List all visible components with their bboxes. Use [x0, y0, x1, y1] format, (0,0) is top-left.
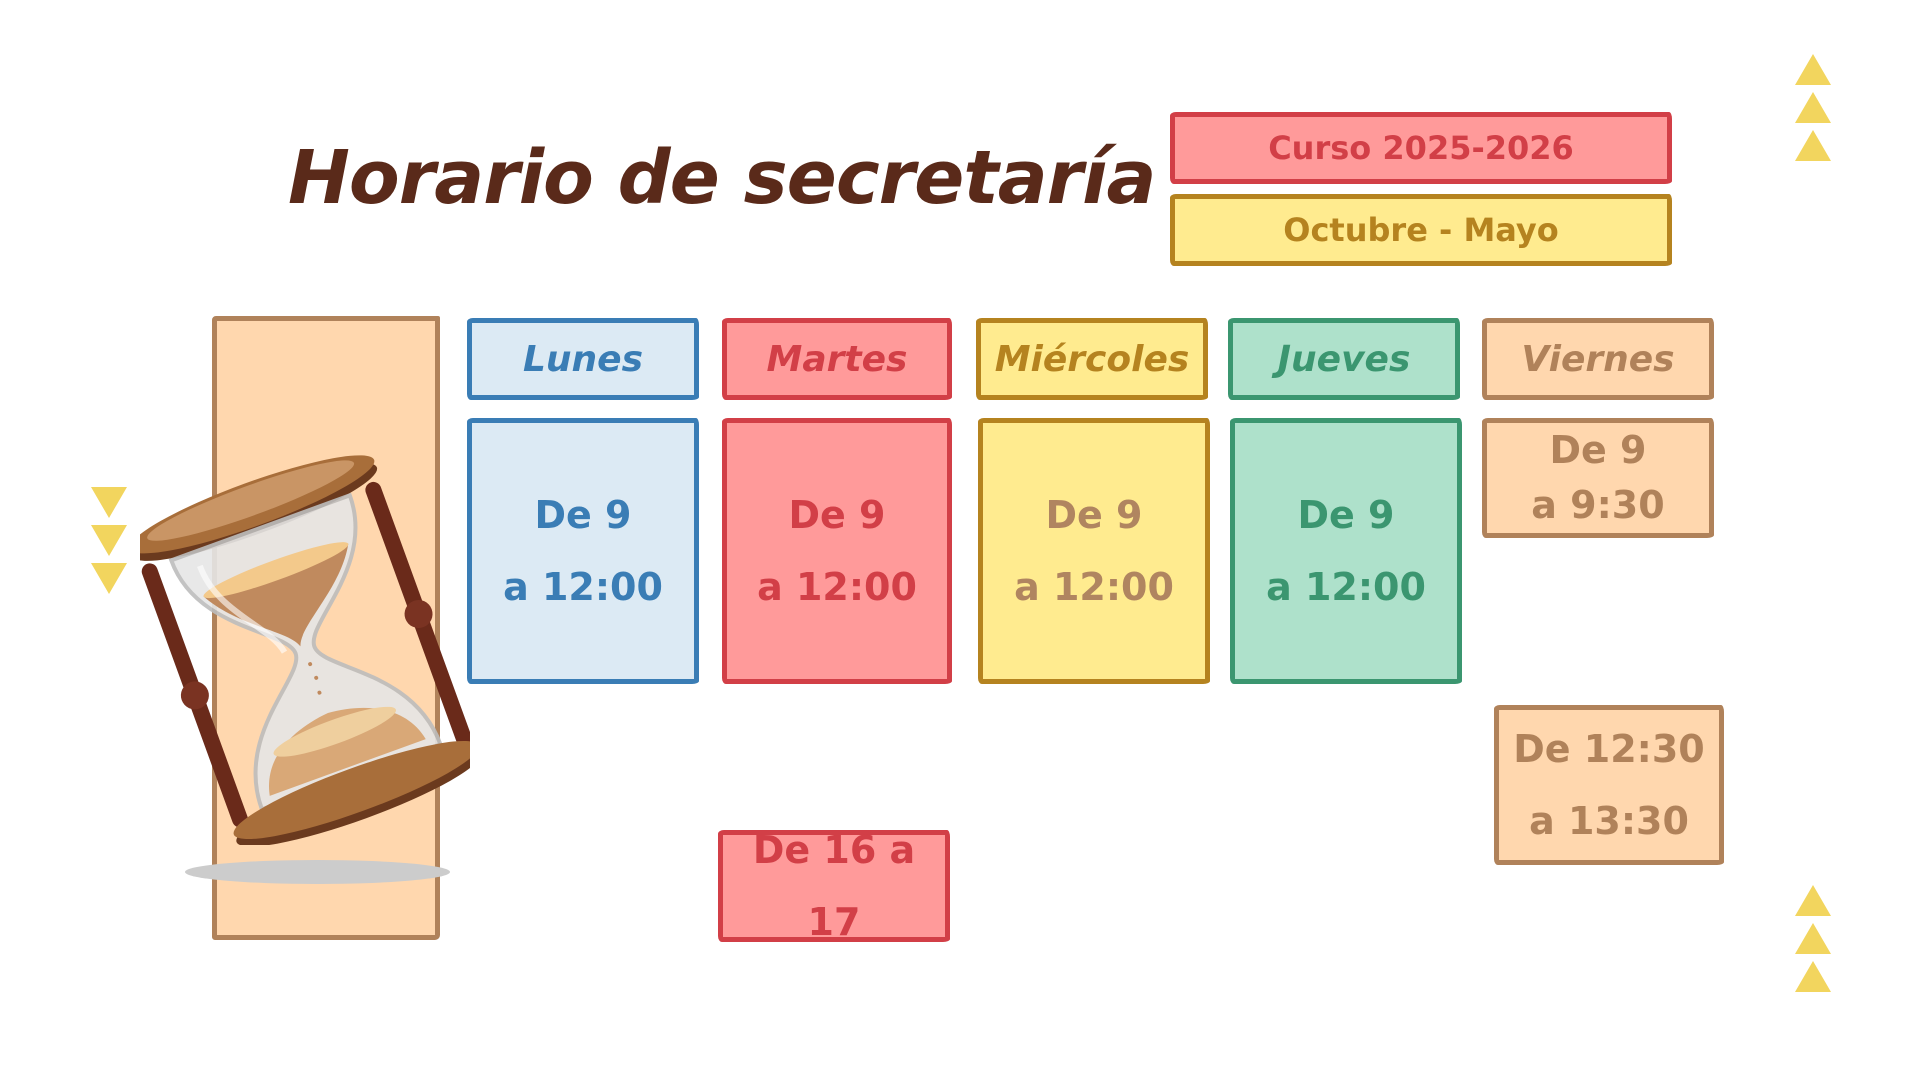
course-badge-label: Curso 2025-2026 [1268, 129, 1574, 167]
slot-to: a 12:00 [757, 565, 917, 609]
course-badge: Curso 2025-2026 [1170, 112, 1672, 184]
triangle-down-icon [91, 487, 127, 518]
triangle-up-icon [1795, 885, 1831, 916]
slot-from: De 9 [1045, 492, 1143, 537]
day-header-jueves: Jueves [1228, 318, 1460, 400]
triangle-up-icon [1795, 92, 1831, 123]
slot-from: De 9 [788, 492, 886, 537]
triangle-down-icon [91, 563, 127, 594]
slot-time: De 16 a 17 [752, 827, 916, 944]
period-badge-label: Octubre - Mayo [1283, 211, 1559, 249]
slot-to: a 12:00 [503, 565, 663, 609]
slot-to: a 12:00 [1014, 565, 1174, 609]
slot-to: a 9:30 [1531, 483, 1665, 527]
triangle-up-icon [1795, 923, 1831, 954]
day-label: Miércoles [994, 338, 1190, 380]
slot-viernes-midday: De 12:30 a 13:30 [1494, 705, 1724, 865]
triangle-up-icon [1795, 54, 1831, 85]
slot-from: De 9 [534, 492, 632, 537]
day-label: Viernes [1521, 338, 1675, 380]
period-badge: Octubre - Mayo [1170, 194, 1672, 266]
slot-from: De 9 [1297, 492, 1395, 537]
hourglass-icon [140, 455, 470, 845]
slot-from: De 12:30 [1513, 726, 1705, 771]
hourglass-shadow [185, 860, 450, 884]
triangle-up-icon [1795, 961, 1831, 992]
slot-jueves-morning: De 9 a 12:00 [1230, 418, 1462, 684]
day-header-miercoles: Miércoles [976, 318, 1208, 400]
slot-to: a 13:30 [1529, 799, 1689, 843]
day-label: Lunes [522, 338, 644, 380]
day-header-viernes: Viernes [1482, 318, 1714, 400]
slot-from: De 9 [1549, 427, 1647, 472]
slot-lunes-morning: De 9 a 12:00 [467, 418, 699, 684]
day-label: Martes [766, 338, 908, 380]
slot-martes-afternoon: De 16 a 17 [718, 828, 950, 944]
triangle-up-icon [1795, 130, 1831, 161]
slot-viernes-morning: De 9 a 9:30 [1482, 418, 1714, 538]
day-header-martes: Martes [722, 318, 952, 400]
slot-to: a 12:00 [1266, 565, 1426, 609]
day-label: Jueves [1277, 338, 1411, 380]
triangle-down-icon [91, 525, 127, 556]
day-header-lunes: Lunes [467, 318, 699, 400]
slot-martes-morning: De 9 a 12:00 [722, 418, 952, 684]
page-title: Horario de secretaría [288, 135, 1156, 221]
slot-miercoles-morning: De 9 a 12:00 [978, 418, 1210, 684]
